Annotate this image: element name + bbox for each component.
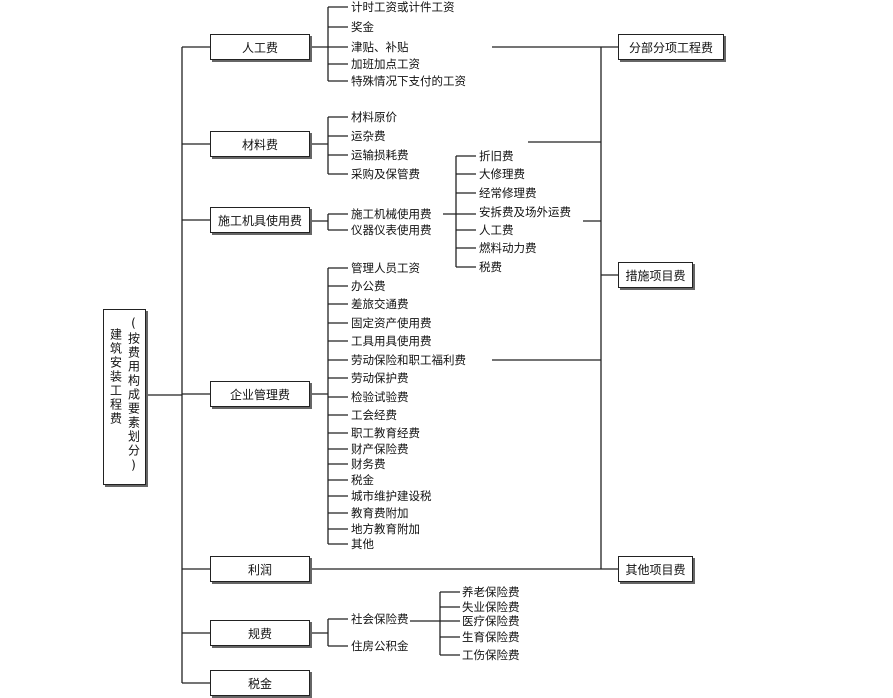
labor-item: 奖金 bbox=[351, 20, 374, 34]
category-management: 企业管理费 bbox=[210, 381, 310, 407]
management-item: 劳动保险和职工福利费 bbox=[351, 353, 466, 367]
management-item: 工具用具使用费 bbox=[351, 334, 432, 348]
management-item: 其他 bbox=[351, 537, 374, 551]
category-labor: 人工费 bbox=[210, 34, 310, 60]
category-fees: 规费 bbox=[210, 620, 310, 646]
management-item: 管理人员工资 bbox=[351, 261, 420, 275]
target-measures: 措施项目费 bbox=[618, 262, 693, 288]
root-box: 建筑安装工程费 (按费用构成要素划分) bbox=[103, 309, 146, 485]
category-material: 材料费 bbox=[210, 131, 310, 157]
machine-cost-item: 折旧费 bbox=[479, 149, 514, 163]
management-item: 劳动保护费 bbox=[351, 371, 409, 385]
machinery-item: 仪器仪表使用费 bbox=[351, 223, 432, 237]
labor-item: 津贴、补贴 bbox=[351, 40, 409, 54]
management-item: 差旅交通费 bbox=[351, 297, 409, 311]
machine-cost-item: 经常修理费 bbox=[479, 186, 537, 200]
management-item: 财产保险费 bbox=[351, 442, 409, 456]
management-item: 办公费 bbox=[351, 279, 386, 293]
insurance-item: 生育保险费 bbox=[462, 630, 520, 644]
insurance-item: 医疗保险费 bbox=[462, 614, 520, 628]
insurance-item: 失业保险费 bbox=[462, 600, 520, 614]
management-item: 职工教育经费 bbox=[351, 426, 420, 440]
management-item: 教育费附加 bbox=[351, 506, 409, 520]
machine-cost-item: 税费 bbox=[479, 260, 502, 274]
material-item: 运杂费 bbox=[351, 129, 386, 143]
category-tax: 税金 bbox=[210, 670, 310, 696]
insurance-item: 养老保险费 bbox=[462, 585, 520, 599]
material-item: 运输损耗费 bbox=[351, 148, 409, 162]
target-other: 其他项目费 bbox=[618, 556, 693, 582]
labor-item: 加班加点工资 bbox=[351, 57, 420, 71]
category-machinery: 施工机具使用费 bbox=[210, 207, 310, 233]
material-item: 采购及保管费 bbox=[351, 167, 420, 181]
fees-item: 社会保险费 bbox=[351, 612, 409, 626]
machine-cost-item: 大修理费 bbox=[479, 167, 525, 181]
machine-cost-item: 人工费 bbox=[479, 223, 514, 237]
target-sub-project: 分部分项工程费 bbox=[618, 34, 724, 60]
machinery-item: 施工机械使用费 bbox=[351, 207, 432, 221]
category-profit: 利润 bbox=[210, 556, 310, 582]
labor-item: 特殊情况下支付的工资 bbox=[351, 74, 466, 88]
fees-item: 住房公积金 bbox=[351, 639, 409, 653]
management-item: 税金 bbox=[351, 473, 374, 487]
management-item: 工会经费 bbox=[351, 408, 397, 422]
management-item: 财务费 bbox=[351, 457, 386, 471]
management-item: 检验试验费 bbox=[351, 390, 409, 404]
machine-cost-item: 安拆费及场外运费 bbox=[479, 205, 571, 219]
labor-item: 计时工资或计件工资 bbox=[351, 0, 455, 14]
insurance-item: 工伤保险费 bbox=[462, 648, 520, 662]
material-item: 材料原价 bbox=[351, 110, 397, 124]
management-item: 固定资产使用费 bbox=[351, 316, 432, 330]
management-item: 城市维护建设税 bbox=[351, 489, 432, 503]
root-title: 建筑安装工程费 bbox=[108, 328, 123, 426]
machine-cost-item: 燃料动力费 bbox=[479, 241, 537, 255]
management-item: 地方教育附加 bbox=[351, 522, 420, 536]
root-subtitle: (按费用构成要素划分) bbox=[126, 316, 141, 474]
